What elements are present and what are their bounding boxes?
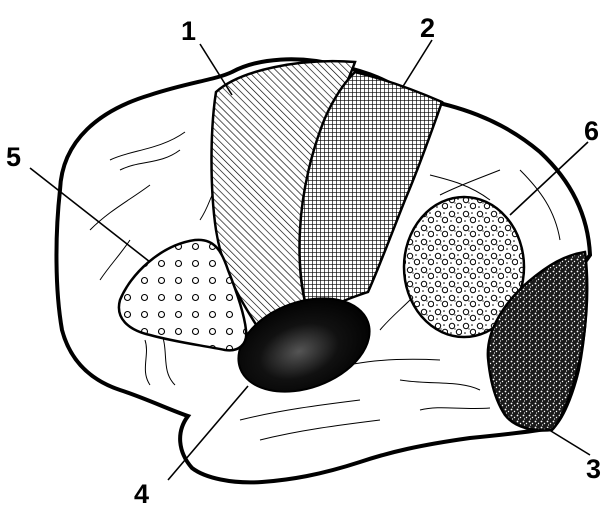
label-5: 5: [6, 142, 21, 172]
label-6: 6: [584, 116, 599, 146]
label-1: 1: [181, 16, 196, 46]
label-3: 3: [586, 454, 601, 484]
leader-line-3: [546, 428, 590, 455]
leader-line-2: [402, 40, 432, 88]
label-2: 2: [420, 13, 435, 43]
label-4: 4: [134, 479, 149, 507]
